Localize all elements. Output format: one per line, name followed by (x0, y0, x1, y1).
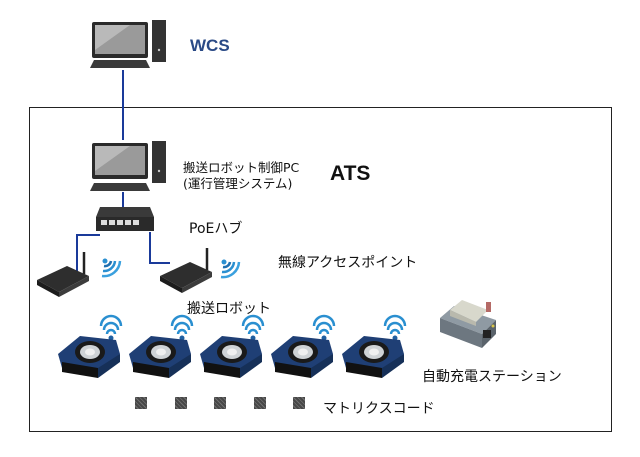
agv-robot-icon (200, 314, 265, 378)
control-pc-label-line1: 搬送ロボット制御PC (183, 160, 300, 175)
wifi-icon (312, 314, 336, 341)
wifi-icon (383, 314, 407, 341)
matrix-code-icon (174, 397, 187, 409)
control-pc-label-line2: (運行管理システム) (183, 176, 293, 191)
agv-robot-icon (271, 314, 336, 378)
robot-label: 搬送ロボット (187, 301, 271, 317)
charging-station-label: 自動充電ステーション (422, 369, 562, 385)
poe-hub-label: PoEハブ (189, 221, 243, 237)
wcs-pc-icon (90, 20, 166, 68)
link-hub-to-ap2 (149, 232, 170, 264)
matrix-code-icon (293, 397, 305, 409)
control-pc-label: 搬送ロボット制御PC (運行管理システム) (183, 160, 299, 192)
matrix-code-label: マトリクスコード (323, 401, 435, 417)
wcs-label: WCS (190, 36, 230, 55)
agv-robot-icon (58, 314, 123, 378)
poe-hub-icon (96, 207, 154, 231)
matrix-code-icon (214, 397, 226, 409)
link-hub-to-ap1 (76, 234, 100, 272)
wifi-icon (101, 258, 122, 278)
agv-robot-icon (342, 314, 407, 378)
matrix-code-icon (135, 397, 147, 409)
wifi-icon (220, 259, 241, 279)
access-point-label: 無線アクセスポイント (278, 255, 418, 271)
ats-label: ATS (330, 162, 371, 185)
access-point-icon (160, 248, 212, 293)
access-point-icon (37, 252, 89, 297)
control-pc-icon (90, 141, 166, 191)
charging-station-icon (440, 300, 496, 348)
wifi-icon (241, 314, 265, 341)
wifi-icon (99, 314, 123, 341)
ats-system-boundary (29, 107, 612, 432)
wifi-icon (170, 314, 194, 341)
agv-robot-icon (129, 314, 194, 378)
matrix-code-icon (253, 397, 266, 409)
